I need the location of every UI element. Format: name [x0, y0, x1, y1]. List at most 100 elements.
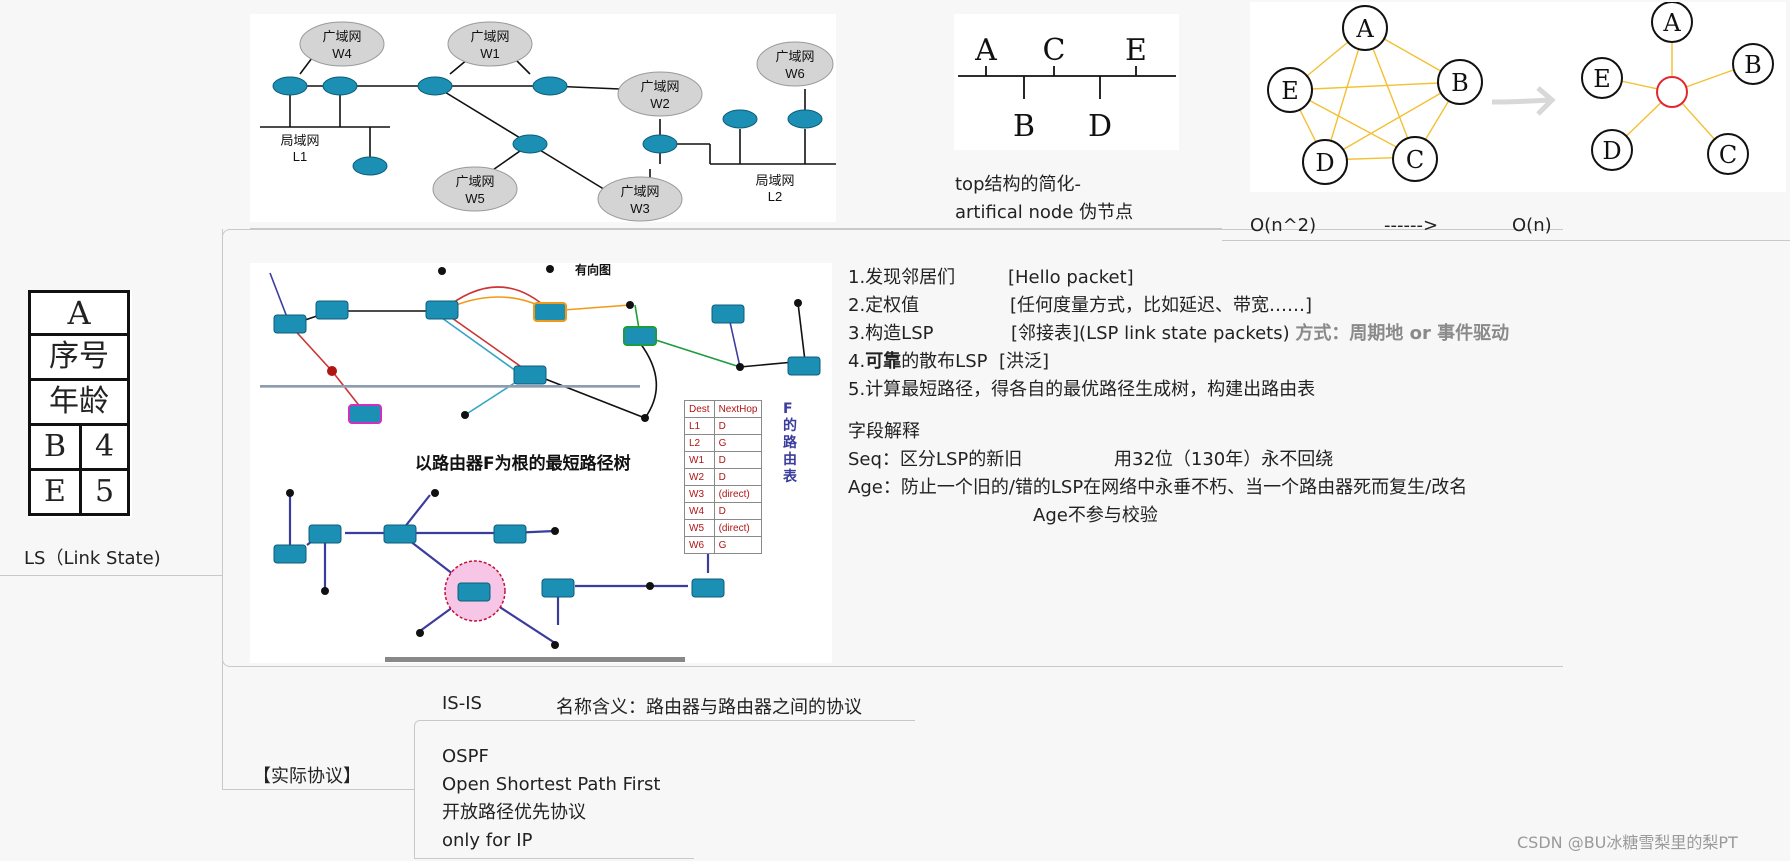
field-title: 字段解释 [848, 421, 920, 442]
lan-label: 局域网 [755, 173, 794, 188]
router-icon [541, 578, 575, 598]
rt-cell: W5 [684, 519, 715, 537]
protocols-label[interactable]: 【实际协议】 [253, 766, 361, 787]
star-node-label: B [1744, 51, 1762, 79]
pseudo-node [1656, 76, 1688, 108]
rt-cell: W3 [684, 485, 715, 503]
router-icon [308, 524, 342, 544]
lsp-cost-cell: 5 [94, 474, 115, 509]
seq-detail: 用32位（130年）永不回绕 [1114, 449, 1334, 470]
shortest-path-svg: 有向图 以路由器F为根的最短路径树 [260, 263, 821, 662]
rt-cell: G [713, 536, 763, 554]
pseudo-node-svg: A B C D E A B C D E [1267, 1, 1774, 185]
router-icon [417, 76, 453, 96]
wan-id: W2 [650, 96, 670, 111]
bus-node-label: E [1125, 33, 1147, 68]
mesh-node-label: C [1406, 146, 1424, 174]
network-topology-image: 广域网 W4 广域网 W1 广域网 W2 广域网 W6 广域网 W5 广域网 W… [250, 14, 836, 222]
rt-cell: D [713, 502, 763, 520]
wan-id: W5 [465, 191, 485, 206]
rt-header: Dest [684, 400, 715, 418]
router-icon [493, 524, 527, 544]
router-icon [273, 544, 307, 564]
simplify-caption: artifical node 伪节点 [955, 202, 1134, 223]
step-3-mode: 方式：周期地 or 事件驱动 [1295, 323, 1510, 344]
step-1-detail: [Hello packet] [1008, 267, 1134, 288]
complexity-after: O(n) [1512, 215, 1552, 236]
ospf-name: OSPF [442, 746, 489, 767]
complexity-arrow: ------> [1384, 215, 1439, 236]
step-1: 1.发现邻居们 [848, 267, 956, 288]
router-icon [322, 76, 358, 96]
star-node-label: C [1719, 141, 1737, 169]
rt-cell: W1 [684, 451, 715, 469]
simplify-caption: top结构的简化- [955, 174, 1081, 195]
bus-node-label: A [974, 33, 997, 68]
mesh-node-label: E [1281, 77, 1299, 105]
router-icon [425, 300, 459, 320]
pseudo-node-image: A B C D E A B C D E [1250, 1, 1786, 192]
router-icon [383, 524, 417, 544]
complexity-before: O(n^2) [1250, 215, 1317, 236]
router-icon [691, 578, 725, 598]
wan-label: 广域网 [640, 79, 679, 94]
star-node-label: E [1593, 65, 1611, 93]
lan-id: L2 [768, 189, 782, 204]
diagram-group-frame [222, 229, 1563, 667]
rt-cell: (direct) [713, 485, 763, 503]
tree-title: 以路由器F为根的最短路径树 [415, 453, 631, 474]
directed-graph-label: 有向图 [575, 263, 611, 277]
router-icon [711, 304, 745, 324]
bus-node-label: C [1043, 33, 1066, 68]
router-icon [513, 365, 547, 385]
wan-label: 广域网 [775, 49, 814, 64]
bus-node-label: D [1088, 109, 1112, 144]
rt-cell: G [713, 434, 763, 452]
isis-name[interactable]: IS-IS [442, 693, 482, 714]
lsp-header-cell: A [31, 293, 127, 336]
isis-description: 名称含义：路由器与路由器之间的协议 [556, 697, 862, 718]
age-field: Age：防止一个旧的/错的LSP在网络中永垂不朽、当一个路由器死而复生/改名 [848, 477, 1468, 498]
lsp-neighbor-cell: E [31, 471, 82, 513]
router-icon [642, 134, 678, 154]
shortest-path-diagram: 有向图 以路由器F为根的最短路径树 [250, 263, 832, 663]
rt-cell: W6 [684, 536, 715, 554]
router-icon [348, 404, 382, 424]
ospf-node[interactable]: OSPF Open Shortest Path First 开放路径优先协议 o… [442, 743, 660, 855]
step-4-bold: 可靠 [865, 351, 902, 372]
wan-label: 广域网 [322, 29, 361, 44]
star-node-label: D [1602, 137, 1621, 165]
topology-svg: 广域网 W4 广域网 W1 广域网 W2 广域网 W6 广域网 W5 广域网 W… [260, 21, 836, 222]
router-icon [272, 76, 308, 96]
step-2: 2.定权值 [848, 295, 920, 316]
lsp-age-cell: 年龄 [31, 381, 127, 426]
wan-id: W1 [480, 46, 500, 61]
lsp-cost-cell: 4 [94, 429, 115, 464]
ospf-fullname: Open Shortest Path First [442, 774, 661, 795]
wan-label: 广域网 [620, 184, 659, 199]
router-icon [315, 300, 349, 320]
top-group-line [250, 228, 1222, 229]
step-4-num: 4. [848, 351, 866, 372]
rt-cell: D [713, 417, 763, 435]
wan-id: W6 [785, 66, 805, 81]
router-icon [787, 356, 821, 376]
bus-sketch-svg: A C E B D [958, 33, 1176, 144]
ls-steps: 1.发现邻居们 [Hello packet] 2.定权值 [任何度量方式，比如延迟、… [848, 264, 1509, 530]
wan-id: W4 [332, 46, 352, 61]
rt-cell: D [713, 451, 763, 469]
star-node-label: A [1662, 9, 1681, 37]
wan-label: 广域网 [455, 174, 494, 189]
router-icon [352, 156, 388, 176]
wan-label: 广域网 [470, 29, 509, 44]
ls-root-label[interactable]: LS（Link State) [24, 548, 161, 569]
router-icon [457, 582, 491, 602]
wan-id: W3 [630, 201, 650, 216]
rt-cell: L2 [684, 434, 715, 452]
step-2-detail: [任何度量方式，比如延迟、带宽……] [1010, 295, 1313, 316]
isis-underline [430, 720, 914, 721]
rt-cell: W2 [684, 468, 715, 486]
lsp-neighbor-cell: B [31, 426, 82, 468]
root-connector [0, 575, 222, 576]
watermark: CSDN @BU冰糖雪梨里的梨PT [1517, 833, 1738, 852]
